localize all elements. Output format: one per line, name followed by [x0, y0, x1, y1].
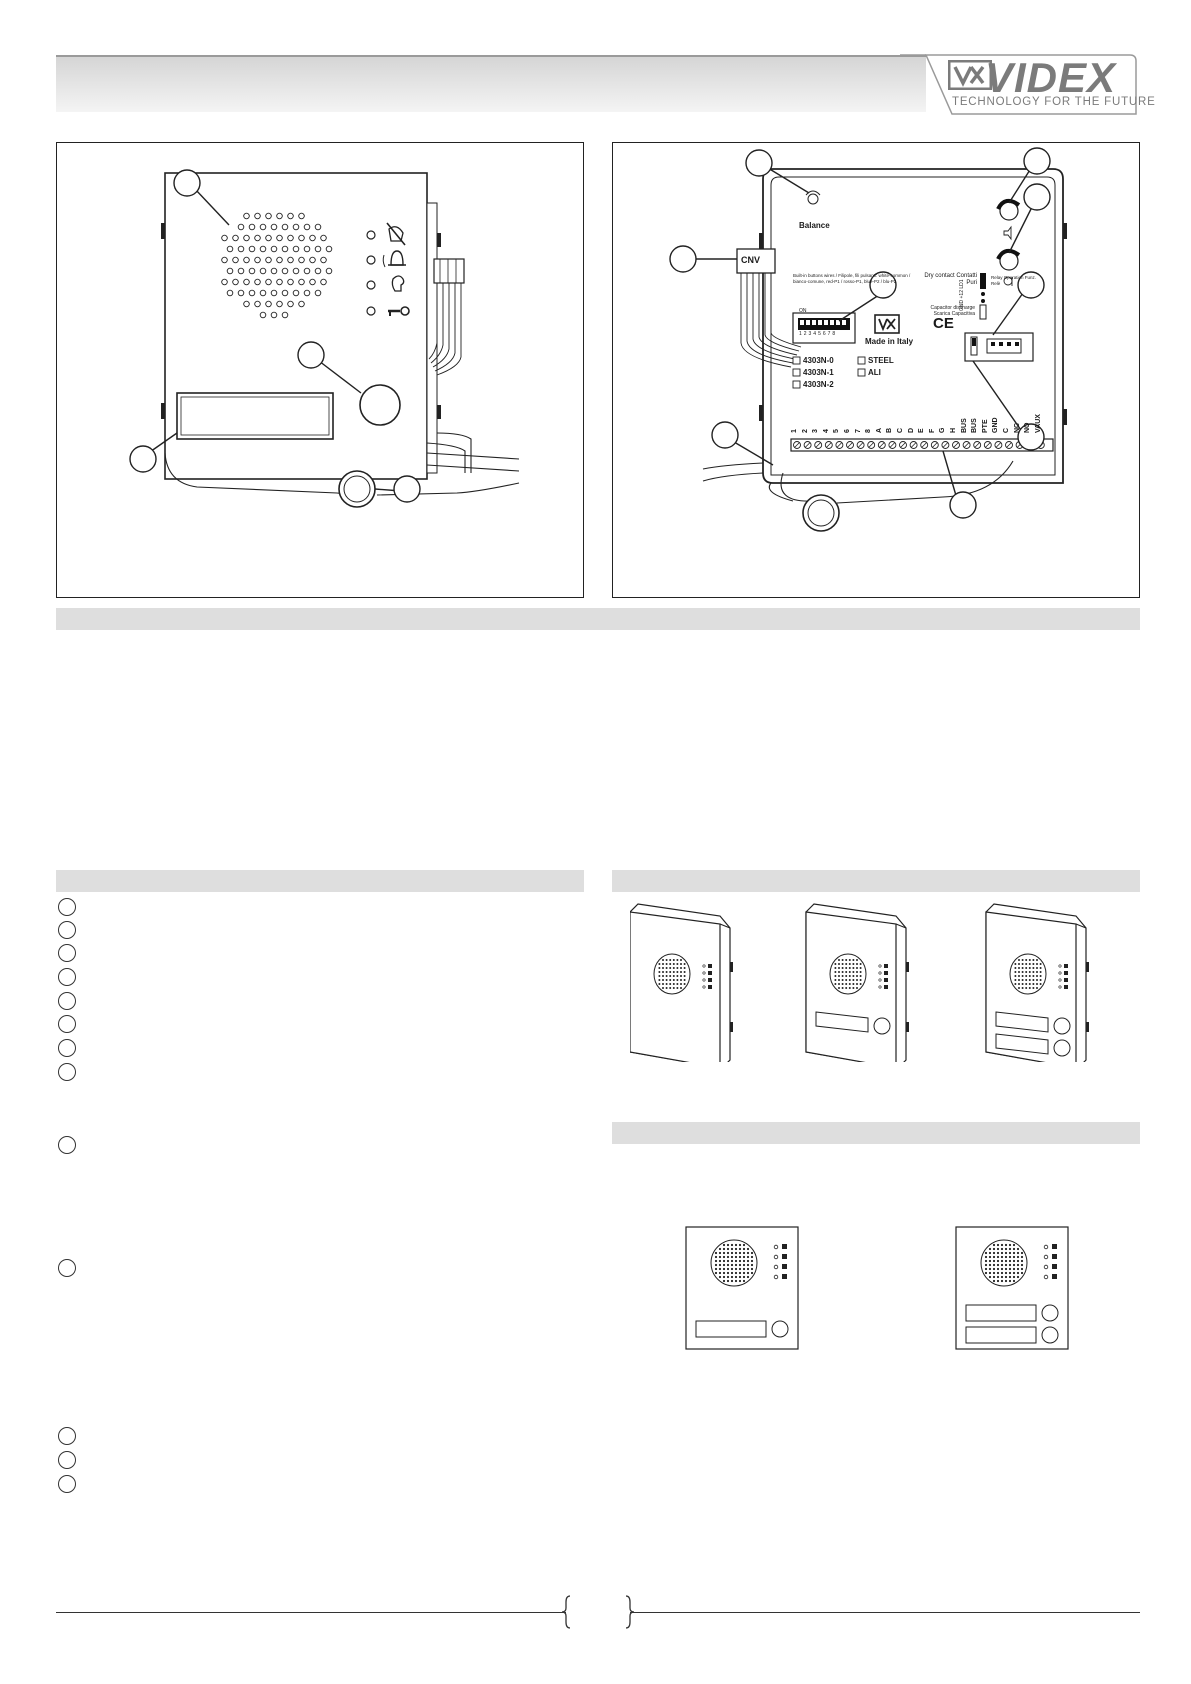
terminal-label: NO — [1024, 422, 1032, 434]
module-front-views — [685, 1226, 1069, 1350]
list-number-marker — [58, 1451, 76, 1469]
list-number-marker — [58, 1063, 76, 1081]
rear-view-figure: Balance CNV Built-in buttons wires / Fil… — [612, 142, 1140, 598]
module-variant — [630, 903, 733, 1062]
list-number-marker — [58, 944, 76, 962]
terminal-label: 3 — [812, 429, 820, 433]
list-number-marker — [58, 1039, 76, 1057]
bell-icon — [382, 250, 406, 268]
terminal-label: A — [875, 427, 883, 433]
wire-note: Built-in buttons wires / Filipole, fili … — [793, 273, 911, 284]
dry-contact-label: Dry contact Contatti Puri — [924, 273, 977, 286]
balance-label: Balance — [799, 221, 830, 230]
finish-list: STEEL ALI — [868, 355, 894, 379]
dip-switch-label: ON — [799, 308, 807, 314]
footer-rule-left — [56, 1612, 566, 1614]
terminal-label: 4 — [822, 429, 830, 433]
relay-operation-label: Relay Operation Funz. Relè — [991, 275, 1037, 286]
module-front-view — [685, 1226, 799, 1350]
model-item: 4303N-0 — [803, 356, 834, 365]
terminal-label: 5 — [833, 429, 841, 433]
terminal-label: C — [897, 427, 904, 433]
module-variant — [805, 903, 909, 1062]
list-number-marker — [58, 1475, 76, 1493]
header-rule — [56, 55, 926, 57]
footer-page-bracket — [562, 1595, 634, 1629]
list-number-marker — [58, 992, 76, 1010]
terminal-label: 6 — [844, 429, 851, 433]
list-number-marker — [58, 968, 76, 986]
videx-logo-icon — [948, 60, 992, 90]
cnv-label: CNV — [741, 255, 761, 265]
door-key-icon — [388, 306, 410, 316]
rear-module-drawing — [669, 147, 1067, 532]
call-status-icon — [386, 222, 406, 246]
terminal-label: NC — [1013, 422, 1021, 433]
dip-switch-numbers: 1 2 3 4 5 6 7 8 — [799, 331, 836, 337]
terminal-label: E — [918, 428, 926, 433]
right-section-band-2 — [612, 1122, 1140, 1144]
front-module-drawing — [129, 169, 520, 508]
brand-tagline: TECHNOLOGY FOR THE FUTURE — [952, 96, 1156, 108]
right-section-band — [612, 870, 1140, 892]
brand-name: VIDEX — [985, 54, 1117, 101]
terminal-label: C — [1003, 427, 1010, 433]
ce-mark: CE — [933, 315, 954, 332]
terminal-label: 1 — [791, 429, 798, 433]
terminal-label: VAUX — [1034, 414, 1042, 433]
jumper-labels: GND +12 LD1 — [959, 279, 965, 311]
terminal-label: 8 — [865, 429, 873, 433]
list-number-marker — [58, 921, 76, 939]
list-number-marker — [58, 1136, 76, 1154]
list-number-marker — [58, 1015, 76, 1033]
terminal-label: H — [950, 427, 957, 433]
terminal-label: PTE — [981, 419, 989, 433]
terminal-label: GND — [992, 417, 1000, 433]
module-front-view — [955, 1226, 1069, 1350]
speak-icon — [391, 275, 405, 292]
finish-item: ALI — [868, 368, 881, 377]
section-header-band — [56, 608, 1140, 630]
header-band — [56, 55, 926, 112]
capacitor-discharge-label: Capacitor discharge Scarica Capacitiva — [930, 305, 975, 317]
module-variant — [985, 903, 1089, 1062]
terminal-label: B — [886, 427, 894, 433]
header-tab-outline — [900, 54, 1137, 115]
terminal-label: 2 — [801, 429, 809, 433]
list-number-marker — [58, 1427, 76, 1445]
front-view-figure — [56, 142, 584, 598]
speaker-grille-icon — [221, 212, 333, 319]
model-item: 4303N-2 — [803, 380, 834, 389]
list-number-marker — [58, 898, 76, 916]
terminal-label: BUS — [971, 418, 979, 433]
terminal-label: D — [907, 427, 915, 433]
terminal-label: G — [939, 427, 947, 433]
terminal-label: F — [928, 428, 936, 433]
module-variants-perspective — [630, 903, 1089, 1062]
left-section-band — [56, 870, 584, 892]
terminal-label: 7 — [854, 429, 862, 433]
model-item: 4303N-1 — [803, 368, 834, 377]
list-number-marker — [58, 1259, 76, 1277]
finish-item: STEEL — [868, 356, 894, 365]
made-in-italy: Made in Italy — [865, 337, 914, 346]
model-list: 4303N-0 4303N-1 4303N-2 — [803, 355, 834, 391]
terminal-label: BUS — [960, 418, 968, 433]
footer-rule-right — [630, 1612, 1140, 1614]
